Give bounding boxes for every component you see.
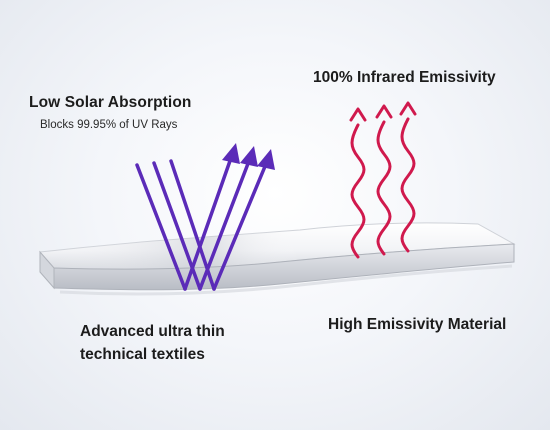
high-emissivity-material-label: High Emissivity Material xyxy=(328,316,507,333)
textiles-caption-line1: Advanced ultra thin xyxy=(80,323,225,340)
uv-ray-arrows-icon xyxy=(135,143,275,291)
textiles-caption-line2: technical textiles xyxy=(80,346,205,363)
infrared-emissivity-title: 100% Infrared Emissivity xyxy=(313,69,496,86)
uv-block-subtitle: Blocks 99.95% of UV Rays xyxy=(40,119,178,131)
low-solar-absorption-title: Low Solar Absorption xyxy=(29,94,192,111)
infrared-arrows-icon xyxy=(349,101,417,259)
textile-sheet-icon xyxy=(38,222,516,296)
textiles-caption: Advanced ultra thin technical textiles xyxy=(80,320,260,366)
